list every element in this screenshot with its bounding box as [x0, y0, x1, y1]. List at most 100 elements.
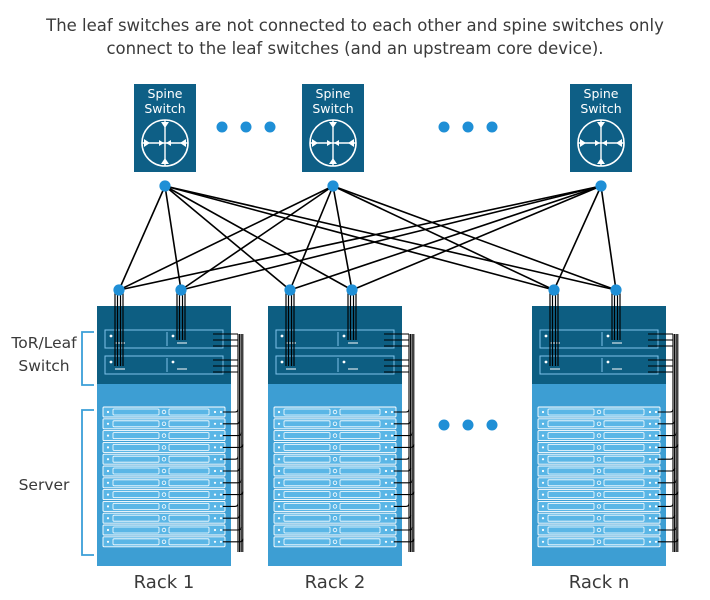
spine-node — [595, 180, 607, 192]
server-unit-icon — [537, 489, 661, 501]
server-unit-icon — [273, 406, 397, 418]
server-unit-icon — [537, 441, 661, 453]
server-led — [541, 517, 545, 520]
server-led — [106, 434, 110, 437]
server-drive-bay — [112, 408, 160, 416]
leaf-node — [175, 284, 187, 296]
server-port — [648, 434, 652, 437]
server-drive-bay — [283, 467, 331, 475]
arrow-head — [329, 158, 337, 164]
three-dots-ellipsis-icon — [438, 419, 498, 431]
server-power-icon — [596, 409, 602, 415]
server-port — [384, 422, 388, 425]
server-drive-bay — [168, 420, 210, 428]
server-unit-frame — [537, 453, 661, 465]
rack-2: Rack 2 — [268, 306, 402, 593]
server-drive-bay — [603, 538, 645, 546]
server-power-icon — [332, 480, 338, 485]
server-unit-icon — [102, 418, 226, 430]
tor-switch-unit — [539, 355, 659, 375]
server-port — [648, 469, 652, 473]
server-unit-icon — [273, 418, 397, 430]
server-led — [277, 517, 281, 520]
server-power-icon — [332, 457, 338, 462]
server-port — [390, 493, 394, 496]
server-unit-icon — [102, 453, 226, 465]
server-port — [219, 410, 223, 414]
spine-label-line1: Spine — [148, 86, 183, 101]
server-unit-frame — [537, 536, 661, 548]
server-drive-bay — [547, 443, 595, 451]
server-unit-icon — [537, 406, 661, 418]
server-led — [541, 493, 545, 496]
server-power-icon — [332, 504, 338, 509]
server-power-icon — [161, 504, 167, 509]
server-unit-icon — [537, 430, 661, 442]
server-power-icon — [596, 480, 602, 485]
spine-leaf-link-2-3 — [351, 185, 602, 291]
tor-led — [606, 360, 610, 364]
ellipsis-dot — [486, 121, 498, 133]
tor-bracket — [81, 331, 94, 386]
arrow-head — [329, 122, 337, 128]
server-drive-bay — [112, 502, 160, 510]
tor-switch-unit — [275, 355, 395, 375]
server-unit-icon — [102, 500, 226, 512]
spine-leaf-link-2-4 — [553, 185, 602, 291]
arrow-head — [334, 140, 339, 146]
server-port — [390, 540, 394, 543]
ellipsis-dot — [438, 419, 450, 431]
server-unit-icon — [102, 465, 226, 477]
server-port — [648, 446, 652, 449]
server-unit-frame — [273, 524, 397, 536]
server-bracket — [81, 409, 94, 556]
server-power-icon — [596, 504, 602, 509]
server-led — [106, 410, 110, 414]
arrow-head — [580, 139, 586, 147]
server-drive-bay — [112, 514, 160, 522]
server-unit-frame — [273, 441, 397, 453]
server-unit-icon — [102, 524, 226, 536]
server-power-icon — [161, 457, 167, 462]
server-power-icon — [596, 539, 602, 544]
server-port — [390, 528, 394, 532]
server-unit-frame — [537, 406, 661, 418]
server-port — [648, 528, 652, 532]
server-drive-bay — [283, 408, 331, 416]
server-port — [654, 446, 658, 449]
server-port — [390, 505, 394, 508]
server-unit-frame — [102, 441, 226, 453]
spine-label-line2: Switch — [144, 101, 185, 116]
tor-switch-outline — [539, 329, 659, 349]
server-unit-icon — [102, 477, 226, 489]
server-port — [390, 458, 394, 461]
server-port — [384, 481, 388, 484]
server-port — [648, 517, 652, 520]
tor-led — [280, 334, 284, 338]
tor-switch-unit — [275, 329, 395, 349]
server-drive-bay — [547, 420, 595, 428]
server-drive-bay — [339, 479, 381, 487]
server-drive-bay — [547, 455, 595, 463]
leaf-node — [284, 284, 296, 296]
server-unit-icon — [273, 430, 397, 442]
server-port — [384, 434, 388, 437]
server-unit-icon — [537, 465, 661, 477]
server-port — [384, 493, 388, 496]
server-port — [219, 446, 223, 449]
leaf-node — [548, 284, 560, 296]
server-label: Server — [19, 476, 70, 494]
server-drive-bay — [168, 432, 210, 440]
server-port — [384, 505, 388, 508]
server-led — [277, 528, 281, 532]
server-port — [654, 528, 658, 532]
server-port — [654, 410, 658, 414]
server-port — [654, 517, 658, 520]
server-port — [390, 434, 394, 437]
server-led — [541, 505, 545, 508]
bracket-line — [81, 409, 94, 556]
